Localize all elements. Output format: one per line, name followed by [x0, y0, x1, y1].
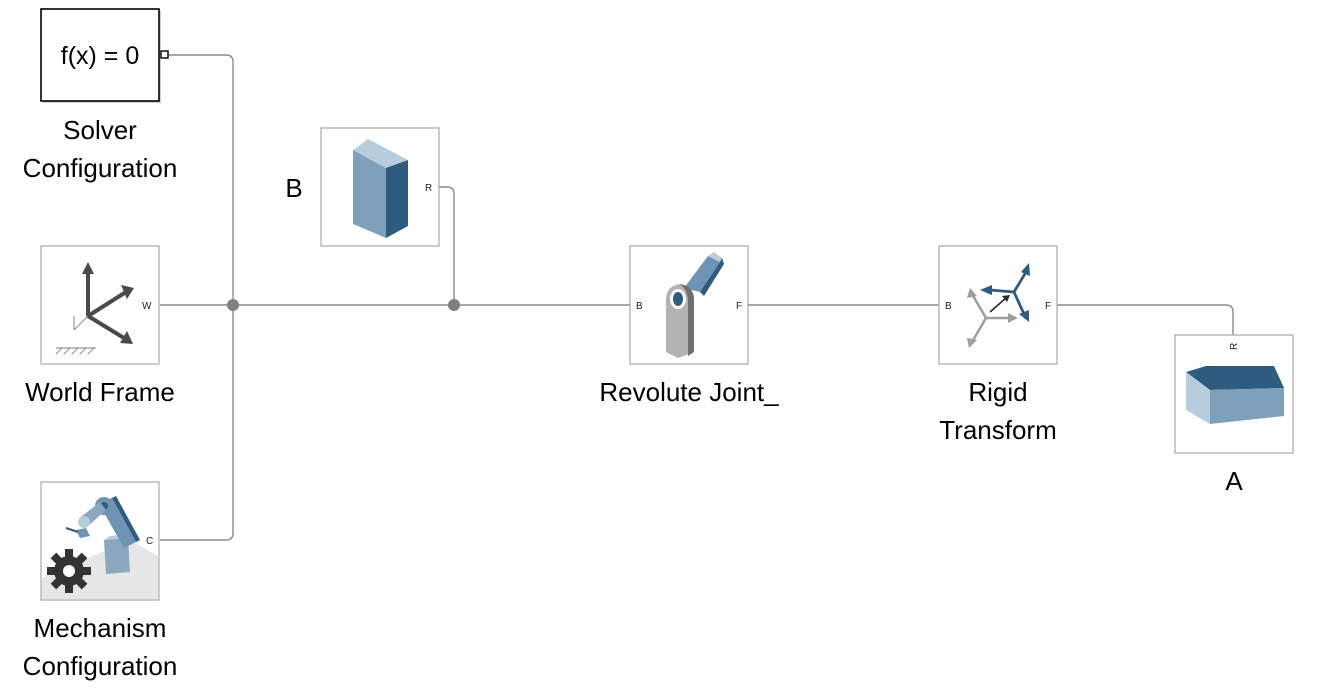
solid-a-port-r: R	[1229, 343, 1240, 350]
horizontal-solid-icon	[1186, 366, 1284, 424]
junction-dot	[448, 299, 460, 311]
robot-arm-gear-icon	[42, 496, 158, 599]
revolute-port-f: F	[736, 301, 742, 312]
solid-b-block[interactable]: R	[320, 127, 440, 247]
label-line: Configuration	[22, 651, 178, 681]
label-line: Rigid	[968, 377, 1028, 407]
vertical-solid-icon	[353, 139, 408, 238]
label-line: Transform	[939, 415, 1057, 445]
solver-port-square[interactable]	[160, 50, 169, 59]
solid-a-block[interactable]: R	[1174, 334, 1294, 454]
mechanism-port-c: C	[146, 536, 153, 547]
solver-configuration-block[interactable]: f(x) = 0	[40, 8, 169, 103]
mechanism-configuration-label: Mechanism Configuration	[10, 609, 190, 685]
junction-dot	[227, 299, 239, 311]
wire-rigid-to-solidA[interactable]	[1057, 304, 1234, 335]
gear-icon	[47, 549, 91, 593]
solver-configuration-label: Solver Configuration	[10, 111, 190, 187]
world-port-w: W	[142, 301, 152, 312]
wire-solidB-to-bus[interactable]	[438, 186, 455, 305]
wire-solver-to-bus[interactable]	[166, 54, 234, 305]
frame-transform-icon	[967, 263, 1030, 348]
label-line: Mechanism	[33, 613, 167, 643]
revolute-joint-label: Revolute Joint_	[599, 377, 779, 407]
solid-b-port-r: R	[425, 183, 432, 194]
label-line: Configuration	[22, 153, 178, 183]
revolute-port-b: B	[636, 301, 643, 312]
label-line: Solver	[63, 115, 137, 145]
world-frame-label: World Frame	[25, 377, 175, 407]
world-frame-block[interactable]: W	[40, 245, 160, 365]
world-frame-axes-icon	[55, 262, 134, 355]
rigid-port-f: F	[1045, 301, 1051, 312]
wire-mechanism-to-bus[interactable]	[160, 305, 234, 541]
rigid-port-b: B	[945, 301, 952, 312]
solid-a-label: A	[1225, 466, 1243, 496]
rigid-transform-block[interactable]: B F	[938, 245, 1058, 365]
mechanism-configuration-block[interactable]: C	[40, 481, 160, 601]
rigid-transform-label: Rigid Transform	[898, 373, 1098, 449]
revolute-joint-block[interactable]: B F	[629, 245, 749, 365]
solver-formula: f(x) = 0	[61, 42, 140, 70]
revolute-joint-icon	[666, 252, 724, 358]
solid-b-label: B	[285, 173, 303, 203]
